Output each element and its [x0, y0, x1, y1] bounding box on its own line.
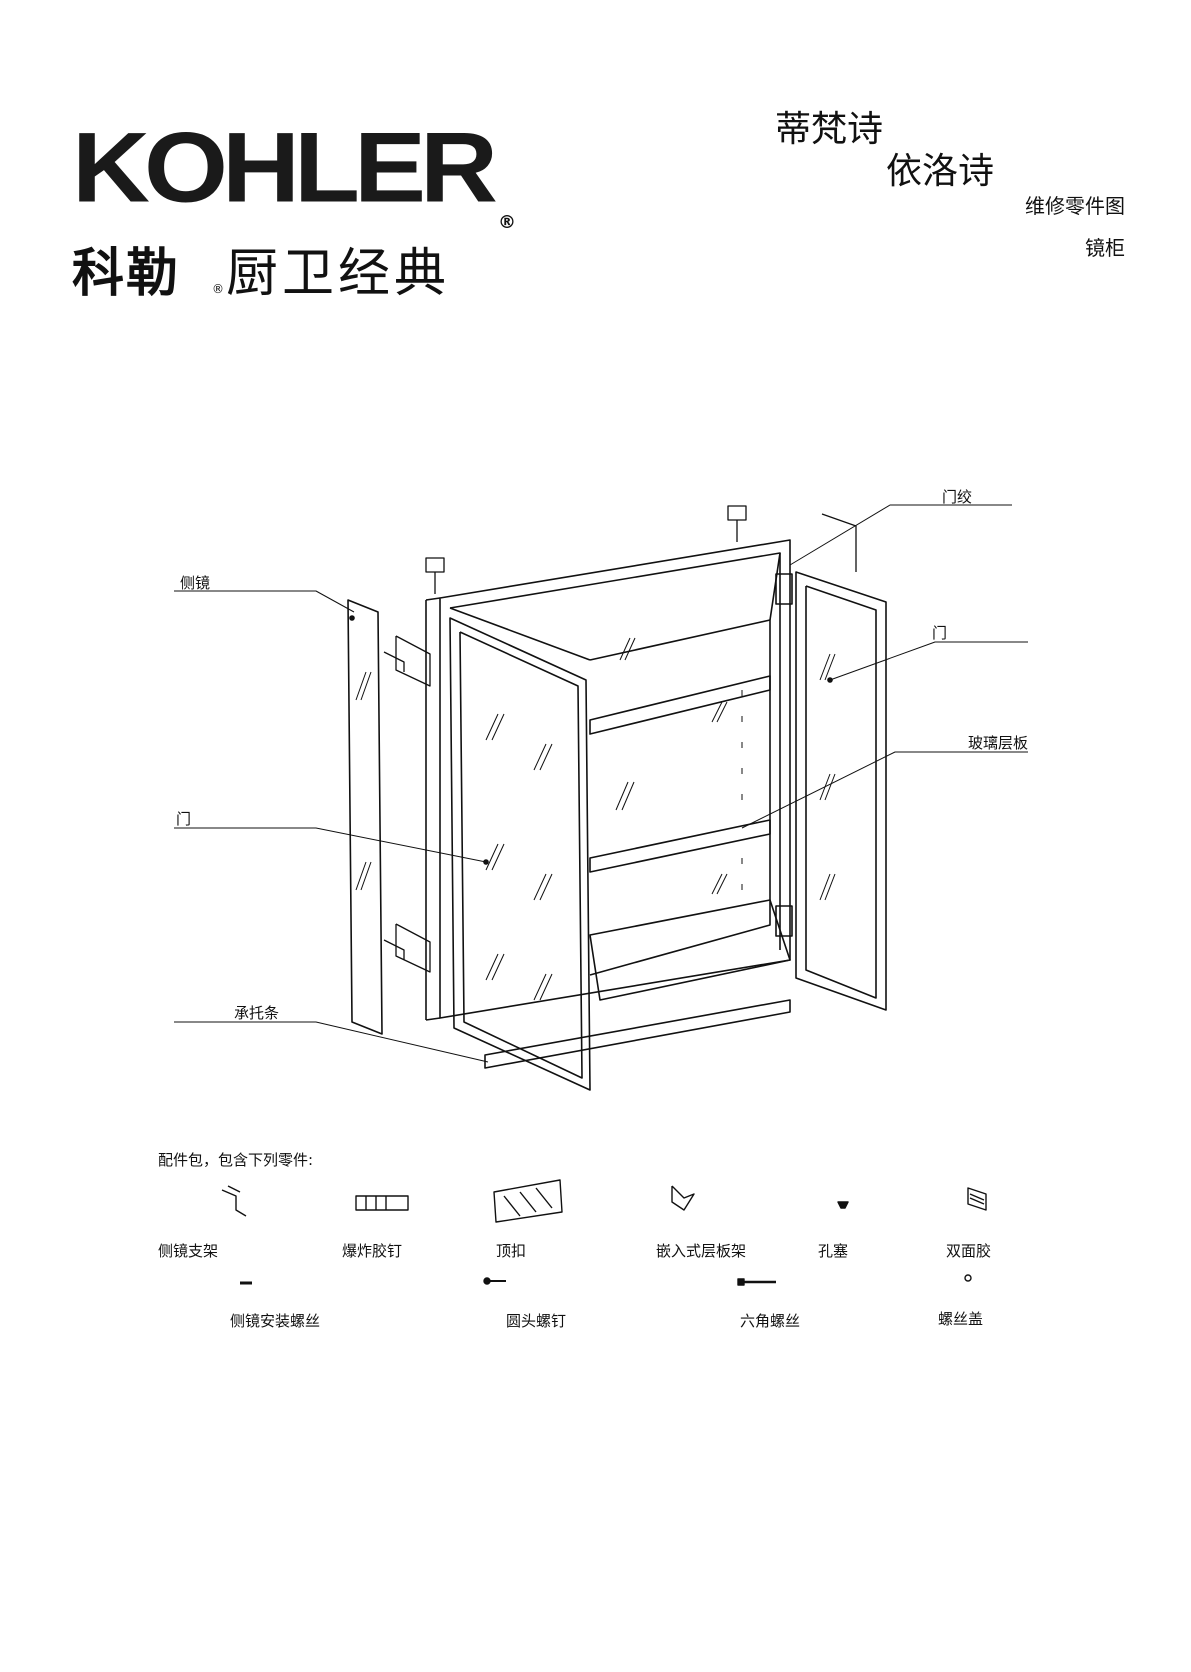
left-door [450, 618, 590, 1090]
wall-anchor-icon [356, 1196, 408, 1210]
label-door-left: 门 [176, 812, 191, 827]
side-mirror-bracket-icon [222, 1190, 246, 1216]
accessory-item: 孔塞 [818, 1244, 848, 1259]
leader-door-right [830, 642, 1028, 680]
accessory-item: 侧镜安装螺丝 [230, 1314, 320, 1329]
cabinet-body [426, 540, 790, 1068]
hole-plug-icon [838, 1202, 848, 1208]
top-clips [426, 506, 746, 594]
shelf-support-icon [672, 1186, 694, 1210]
accessory-icons [222, 1180, 986, 1285]
accessory-item: 双面胶 [946, 1244, 991, 1259]
label-support-strip: 承托条 [234, 1006, 279, 1021]
label-glass-shelf: 玻璃层板 [968, 736, 1028, 751]
label-door-hinge: 门绞 [942, 490, 972, 505]
accessory-item: 圆头螺钉 [506, 1314, 566, 1329]
accessory-item: 顶扣 [496, 1244, 526, 1259]
accessory-item: 侧镜支架 [158, 1244, 218, 1259]
leader-support-strip [174, 1022, 488, 1062]
right-door [776, 572, 886, 1010]
accessory-item: 嵌入式层板架 [656, 1244, 746, 1259]
support-strip [485, 1000, 790, 1068]
label-side-mirror: 侧镜 [180, 576, 210, 591]
side-mirror-brackets [384, 636, 430, 972]
glass-shelf-upper [590, 676, 770, 734]
accessory-item: 爆炸胶钉 [342, 1244, 402, 1259]
accessory-item: 螺丝盖 [938, 1312, 983, 1327]
leader-lines [174, 505, 1028, 1062]
leader-glass-shelf [742, 752, 1028, 828]
side-mirror-panel [348, 600, 382, 1034]
accessory-item: 六角螺丝 [740, 1314, 800, 1329]
leader-side-mirror [174, 591, 354, 612]
label-door-right: 门 [932, 626, 947, 641]
screw-cap-icon [965, 1275, 971, 1281]
accessory-kit-heading: 配件包，包含下列零件: [158, 1153, 313, 1168]
